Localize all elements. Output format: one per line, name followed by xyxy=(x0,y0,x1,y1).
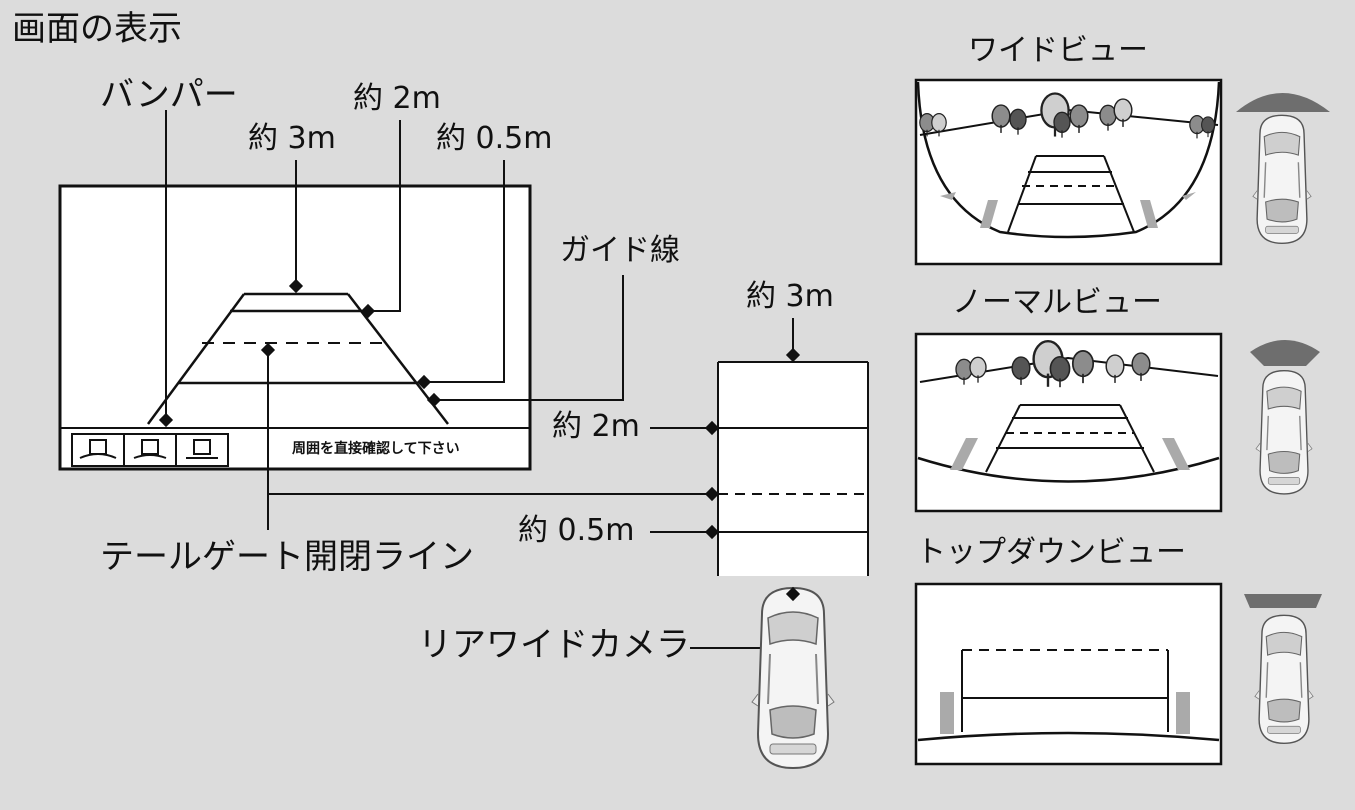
normal-view-panel xyxy=(914,332,1223,513)
label-approx-05m: 約 0.5m xyxy=(436,121,553,156)
wide-view-car-icon xyxy=(1252,114,1312,245)
label-approx-3m: 約 3m xyxy=(248,121,336,156)
camera-marker xyxy=(785,586,801,602)
page-title: 画面の表示 xyxy=(12,9,182,49)
label-rear-wide-camera: リアワイドカメラ xyxy=(418,625,690,665)
distance-panel xyxy=(717,361,869,576)
leader-lines-main xyxy=(165,110,712,530)
view-icon-buttons xyxy=(71,433,229,467)
label-side-2m: 約 2m xyxy=(552,409,640,444)
normal-view-car-icon xyxy=(1255,370,1313,495)
normal-view-range-icon xyxy=(1250,340,1320,366)
normal-view-title: ノーマルビュー xyxy=(952,285,1162,320)
label-tailgate-line: テールゲート開閉ライン xyxy=(100,537,474,577)
topdown-view-range-icon xyxy=(1244,594,1322,608)
wide-view-title: ワイドビュー xyxy=(968,33,1148,68)
label-side-05m: 約 0.5m xyxy=(518,513,635,548)
car-top-view-icon xyxy=(751,587,835,769)
label-side-3m: 約 3m xyxy=(746,279,834,314)
label-approx-2m: 約 2m xyxy=(353,81,441,116)
label-guide-line: ガイド線 xyxy=(560,233,680,268)
screen-warning-text: 周囲を直接確認して下さい xyxy=(292,441,460,457)
topdown-view-panel xyxy=(914,582,1223,766)
label-bumper: バンパー xyxy=(100,75,238,115)
leader-markers-main xyxy=(158,278,442,428)
wide-view-range-icon xyxy=(1236,93,1330,112)
topdown-view-car-icon xyxy=(1254,614,1314,745)
topdown-view-title: トップダウンビュー xyxy=(916,535,1186,570)
wide-view-panel xyxy=(914,78,1223,266)
